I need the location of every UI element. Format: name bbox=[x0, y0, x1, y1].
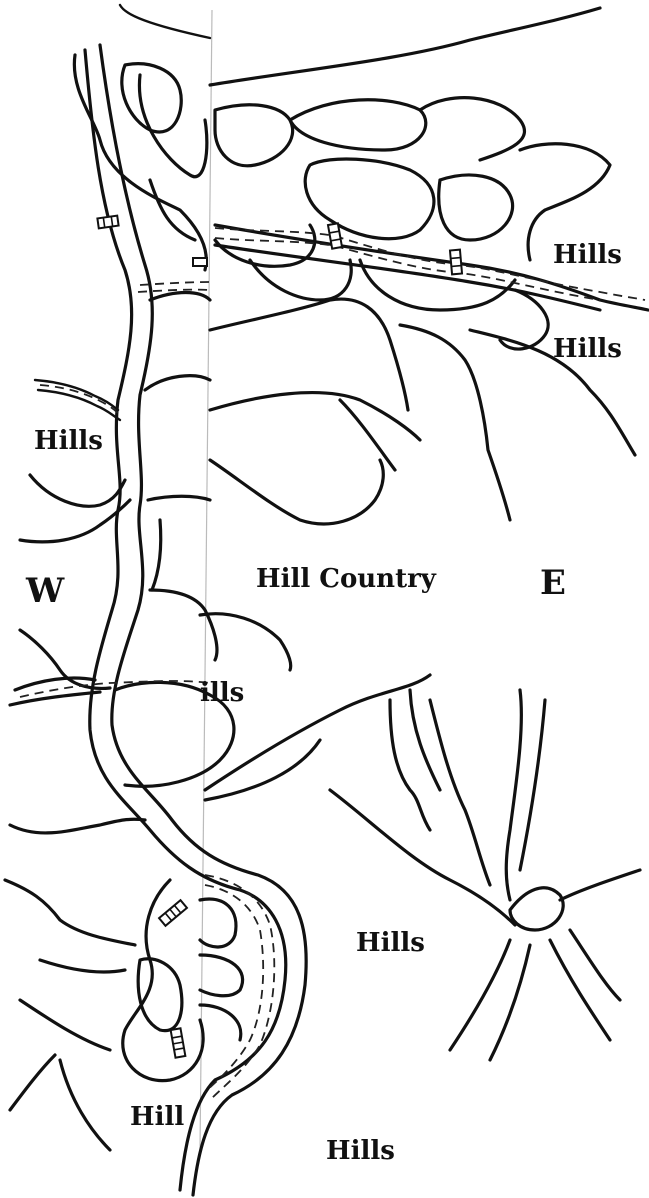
east-branch-3 bbox=[468, 328, 637, 457]
east-block-c bbox=[418, 96, 527, 162]
label-hills-mid-partial: ills bbox=[200, 678, 245, 708]
bridge-3 bbox=[326, 222, 344, 250]
west-stream-upper bbox=[33, 378, 120, 412]
road-west-lower bbox=[19, 680, 211, 698]
east-branch-2 bbox=[398, 323, 512, 522]
se-fork-4 bbox=[504, 688, 523, 902]
label-west: W bbox=[26, 571, 65, 611]
east-block-b bbox=[288, 98, 428, 152]
east-block-e bbox=[437, 173, 515, 242]
northern-river bbox=[208, 6, 602, 87]
label-hills-west: Hills bbox=[34, 426, 103, 456]
east-branch-5 bbox=[208, 391, 422, 442]
se-fork-3 bbox=[428, 698, 492, 887]
east-branch-4 bbox=[498, 288, 550, 351]
sw-west-arm-5 bbox=[8, 1053, 57, 1112]
se-fork-5 bbox=[518, 698, 547, 872]
north-loop-1 bbox=[72, 53, 208, 272]
label-hill-country: Hill Country bbox=[256, 564, 436, 594]
bridge-1 bbox=[96, 214, 120, 230]
label-east: E bbox=[540, 563, 566, 603]
sw-block-2 bbox=[198, 953, 245, 998]
bridge-5 bbox=[157, 898, 189, 928]
west-stream-lower-2 bbox=[13, 676, 97, 692]
north-loop-4 bbox=[148, 178, 197, 242]
sw-loop-inner bbox=[136, 957, 184, 1033]
center-block-1 bbox=[148, 290, 212, 302]
sw-west-arm-3 bbox=[18, 998, 112, 1052]
sw-block-3 bbox=[198, 1003, 243, 1042]
main-river-west-bank bbox=[83, 48, 288, 1192]
center-block-2 bbox=[143, 374, 212, 392]
sw-west-arm bbox=[3, 878, 137, 947]
mid-east-arc bbox=[203, 673, 432, 792]
east-block-f bbox=[518, 142, 612, 262]
bridge-4 bbox=[448, 248, 464, 276]
east-block-d bbox=[303, 157, 436, 241]
main-river-east-bank bbox=[98, 43, 308, 1197]
se-fork-2 bbox=[408, 688, 442, 792]
sw-block-1 bbox=[198, 897, 238, 949]
bridge-2 bbox=[192, 257, 208, 267]
se-loop bbox=[508, 886, 565, 932]
sw-loop-outer bbox=[121, 878, 205, 1083]
road-main-north-2 bbox=[137, 288, 211, 293]
east-block-g bbox=[213, 223, 317, 268]
se-south-arm-3 bbox=[548, 938, 612, 1042]
sw-west-arm-2 bbox=[38, 958, 127, 974]
center-block-4 bbox=[150, 518, 163, 592]
se-trunk bbox=[328, 788, 517, 927]
road-south bbox=[204, 874, 276, 1101]
north-loop-3 bbox=[137, 73, 209, 179]
road-west-upper bbox=[39, 384, 121, 416]
mid-east-arc-2 bbox=[203, 738, 322, 802]
lower-west-stream bbox=[8, 817, 147, 835]
east-branch-7 bbox=[338, 398, 397, 472]
se-south-arm-1 bbox=[448, 938, 512, 1052]
west-stream-mid bbox=[28, 473, 127, 508]
se-east-arm bbox=[558, 868, 642, 902]
label-hills-ne-lower: Hills bbox=[553, 334, 622, 364]
west-stream-lower-3 bbox=[8, 690, 102, 707]
se-south-arm-4 bbox=[568, 928, 622, 1002]
east-block-i bbox=[358, 258, 517, 312]
center-block-3 bbox=[146, 494, 212, 502]
label-hills-bottom: Hills bbox=[326, 1136, 395, 1166]
west-stream-lower bbox=[18, 628, 112, 691]
road-east-upper-2 bbox=[214, 237, 601, 301]
label-hills-se: Hills bbox=[356, 928, 425, 958]
sw-west-arm-4 bbox=[58, 1058, 112, 1152]
east-branch-6 bbox=[208, 458, 385, 526]
mid-arc-river bbox=[113, 680, 236, 788]
west-stream-upper-2 bbox=[36, 388, 122, 422]
label-hill-sw: Hill bbox=[130, 1102, 185, 1132]
label-hills-ne-upper: Hills bbox=[553, 240, 622, 270]
east-block-h bbox=[248, 258, 353, 302]
east-branch-1 bbox=[208, 297, 410, 412]
west-stream-mid-2 bbox=[18, 498, 132, 544]
center-block-6 bbox=[198, 612, 293, 672]
se-fork-1 bbox=[388, 698, 432, 832]
road-main-north bbox=[139, 281, 211, 286]
bridge-6 bbox=[169, 1027, 187, 1059]
east-block-a bbox=[213, 103, 295, 168]
east-river-bank-2 bbox=[213, 243, 602, 312]
top-left-stream bbox=[118, 3, 212, 40]
se-south-arm-2 bbox=[488, 943, 532, 1062]
page-fold-line bbox=[199, 9, 213, 1151]
center-block-5 bbox=[148, 588, 219, 662]
north-loop-2 bbox=[120, 62, 183, 134]
east-river-trunk bbox=[213, 223, 649, 312]
